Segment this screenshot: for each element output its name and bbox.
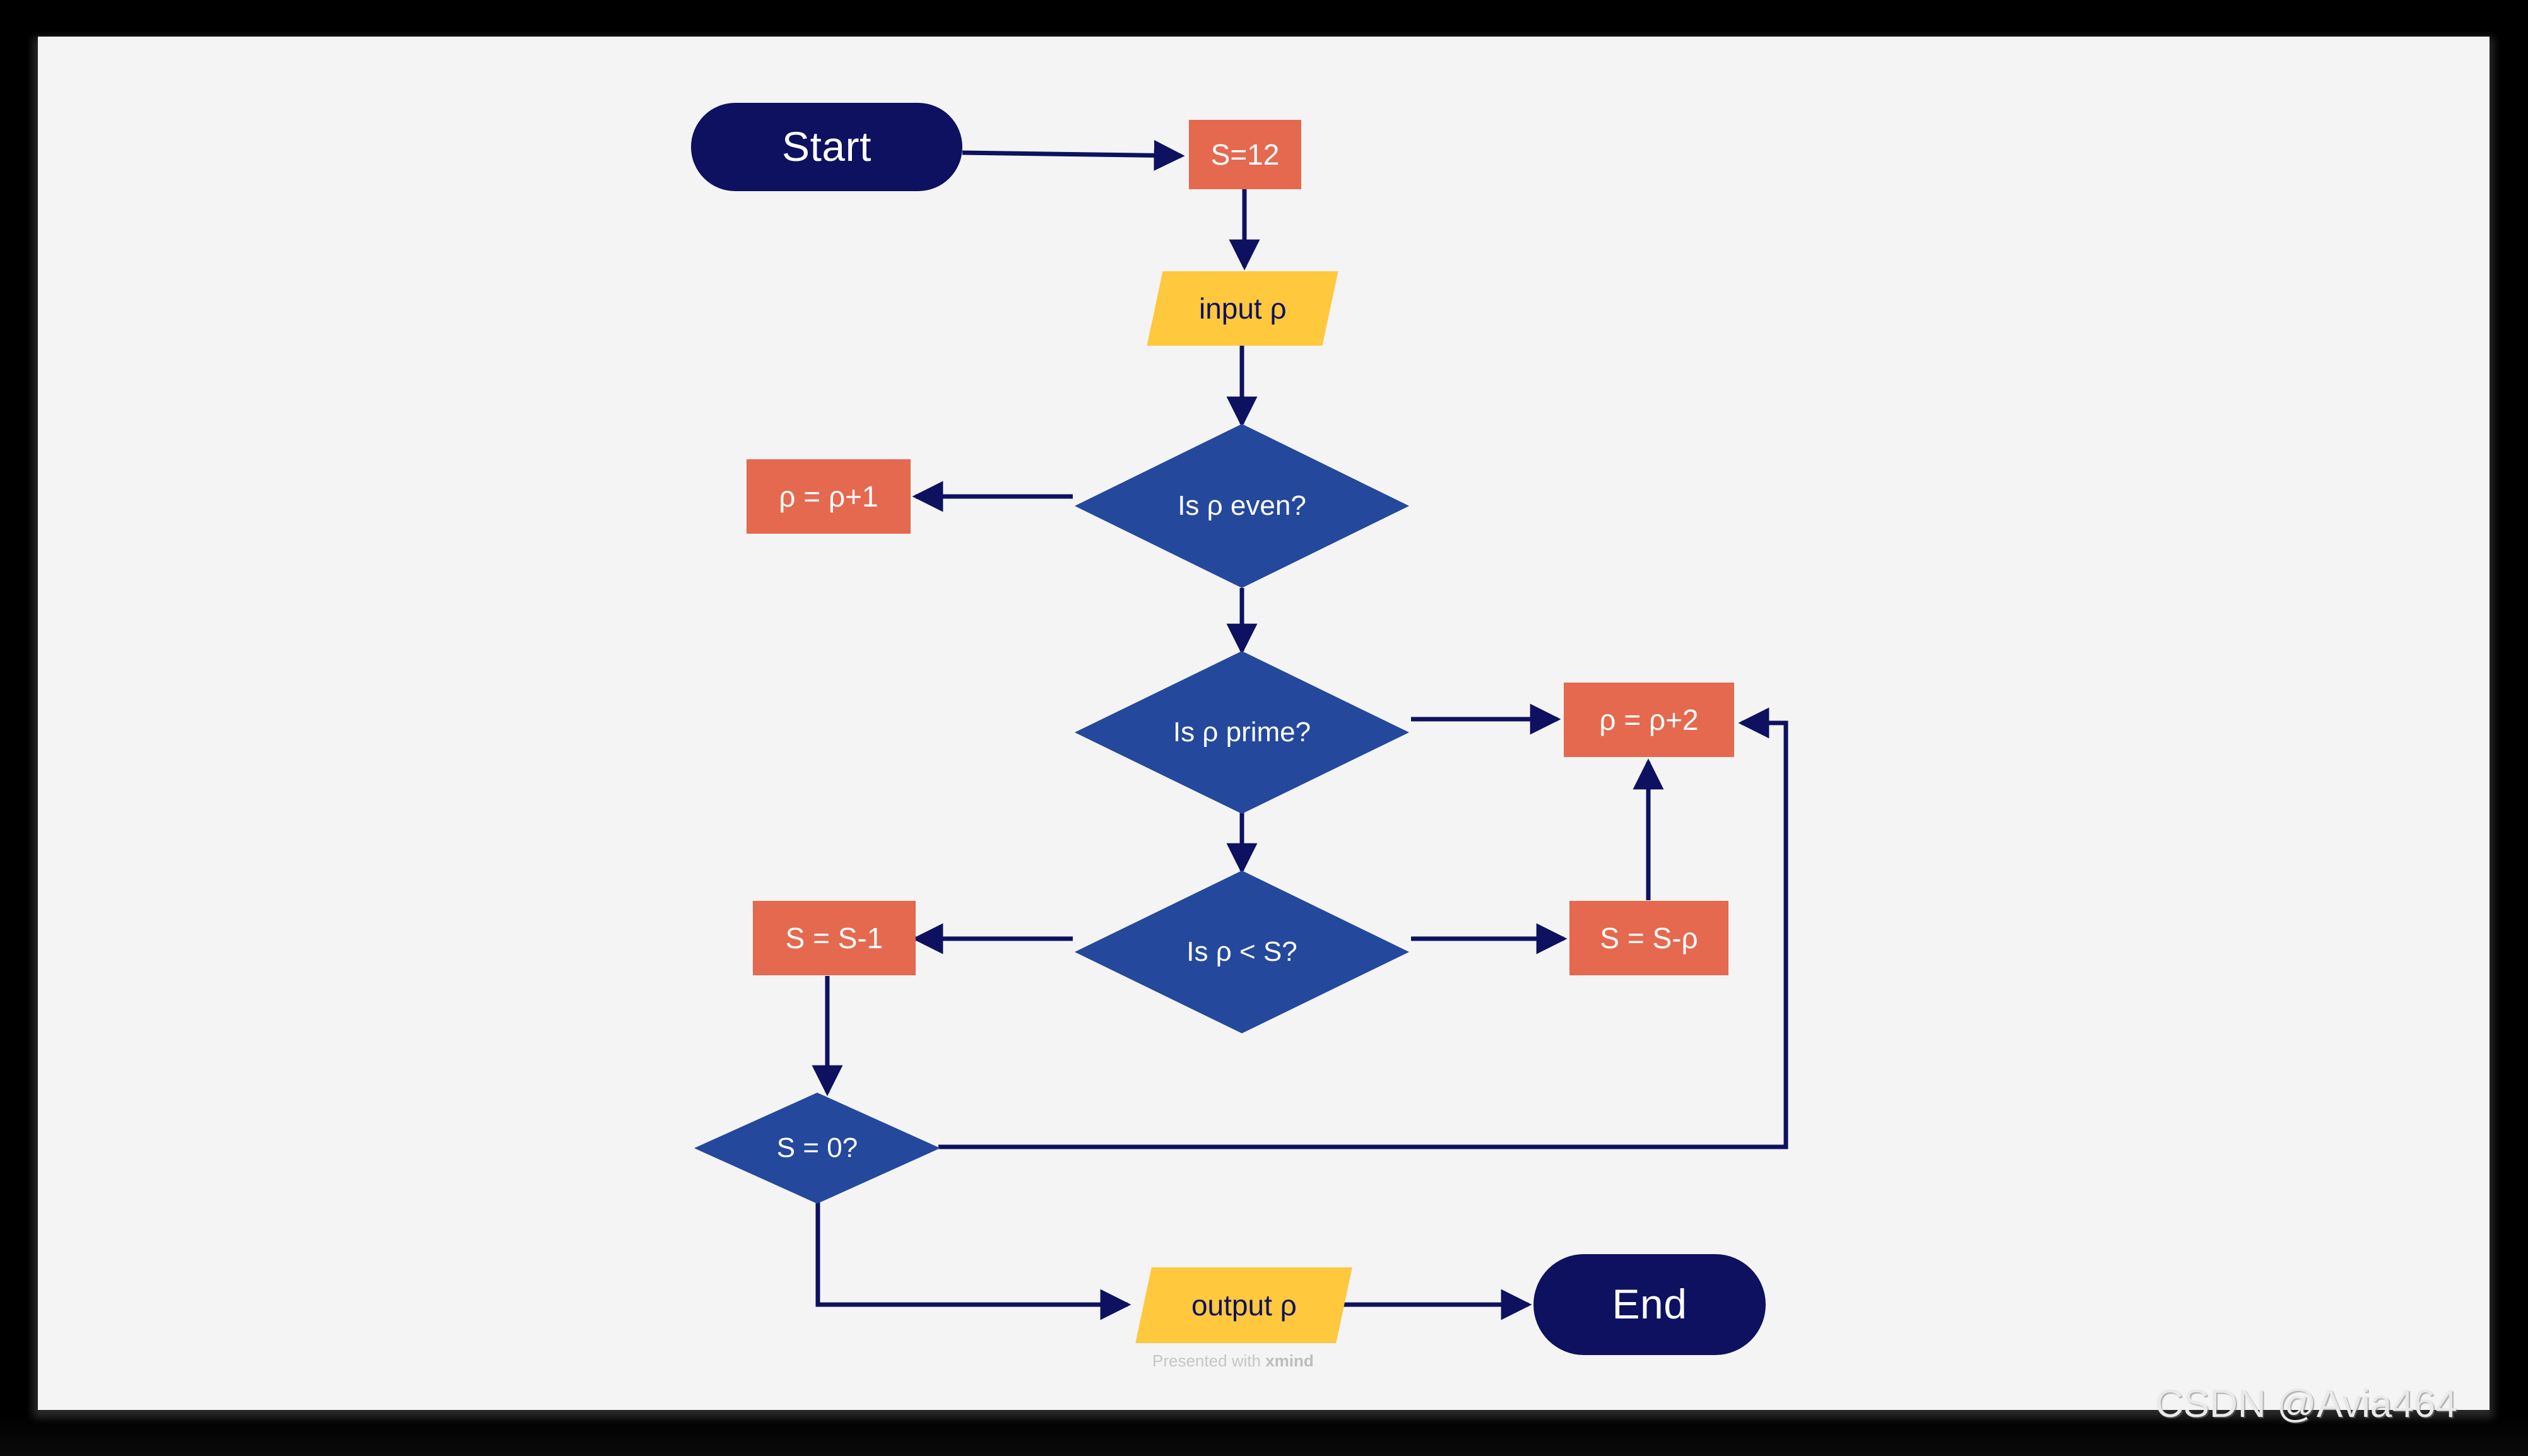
node-end-label: End (1612, 1281, 1687, 1328)
xmind-brand: xmind (1265, 1351, 1314, 1370)
edge-start-to-sinit (962, 139, 1185, 171)
csdn-watermark: CSDN @Avia464 (2155, 1382, 2457, 1426)
node-is-rho-prime[interactable]: Is ρ prime? (1075, 651, 1409, 814)
node-input-rho[interactable]: input ρ (1147, 271, 1338, 346)
node-input-rho-label: input ρ (1198, 291, 1287, 325)
node-s-equals-zero-label: S = 0? (776, 1132, 858, 1163)
node-s-init-label: S=12 (1210, 138, 1280, 171)
node-s-init[interactable]: S=12 (1189, 120, 1301, 189)
node-is-rho-prime-label: Is ρ prime? (1172, 716, 1311, 748)
node-rho-plus-1-label: ρ = ρ+1 (779, 479, 878, 513)
xmind-prefix: Presented with (1152, 1351, 1266, 1370)
node-s-minus-rho[interactable]: S = S-ρ (1569, 901, 1728, 975)
node-output-rho-label: output ρ (1191, 1288, 1297, 1322)
node-s-minus-1[interactable]: S = S-1 (753, 901, 916, 975)
node-is-rho-lt-s-label: Is ρ < S? (1186, 936, 1297, 967)
node-end[interactable]: End (1533, 1254, 1766, 1355)
node-rho-plus-1[interactable]: ρ = ρ+1 (747, 459, 911, 534)
node-rho-plus-2-label: ρ = ρ+2 (1599, 703, 1699, 736)
edge-szero-to-output (815, 1202, 1131, 1320)
node-is-rho-even-label: Is ρ even? (1178, 490, 1306, 521)
node-is-rho-lt-s[interactable]: Is ρ < S? (1075, 871, 1409, 1033)
node-start[interactable]: Start (691, 103, 962, 191)
node-s-minus-rho-label: S = S-ρ (1600, 921, 1698, 954)
node-is-rho-even[interactable]: Is ρ even? (1075, 424, 1409, 588)
node-s-minus-1-label: S = S-1 (785, 921, 883, 954)
node-rho-plus-2[interactable]: ρ = ρ+2 (1564, 683, 1734, 757)
node-s-equals-zero[interactable]: S = 0? (694, 1093, 940, 1204)
node-start-label: Start (782, 123, 871, 170)
node-output-rho[interactable]: output ρ (1135, 1267, 1352, 1343)
xmind-attribution: Presented with xmind (1152, 1351, 1405, 1371)
